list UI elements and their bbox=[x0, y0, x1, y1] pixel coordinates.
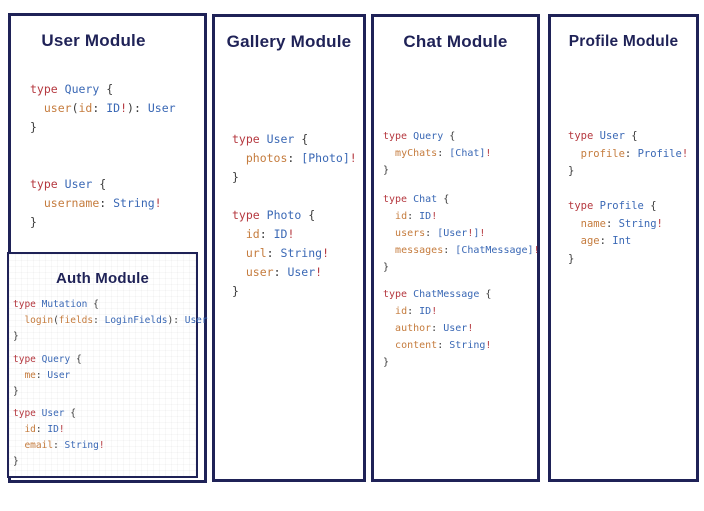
code-block-gallery-user: type User { photos: [Photo]!} bbox=[232, 132, 357, 184]
code-block-gallery-photo: type Photo { id: ID! url: String! user: … bbox=[232, 208, 329, 298]
module-box-profile: Profile Module type User { profile: Prof… bbox=[548, 14, 699, 482]
module-box-chat: Chat Module type Query { myChats: [Chat]… bbox=[371, 14, 540, 482]
module-title-profile: Profile Module bbox=[568, 33, 679, 50]
module-title-gallery: Gallery Module bbox=[226, 32, 352, 51]
module-title-chat: Chat Module bbox=[403, 32, 508, 51]
code-block-auth-query: type Query { me: User} bbox=[13, 354, 82, 397]
module-box-auth: Auth Module type Mutation { login(fields… bbox=[7, 252, 208, 478]
code-block-profile-type: type Profile { name: String! age: Int} bbox=[568, 200, 663, 265]
code-block-auth-user: type User { id: ID! email: String!} bbox=[13, 408, 105, 467]
code-block-user-query: type Query { user(id: ID!): User} bbox=[30, 82, 176, 134]
module-title-auth: Auth Module bbox=[55, 270, 149, 287]
code-block-user-type: type User { username: String!} bbox=[30, 177, 162, 229]
code-block-profile-user: type User { profile: Profile!} bbox=[568, 130, 689, 177]
code-block-chat-message: type ChatMessage { id: ID! author: User!… bbox=[383, 289, 492, 368]
module-title-user: User Module bbox=[41, 31, 146, 50]
code-block-chat-query: type Query { myChats: [Chat]!} bbox=[383, 131, 492, 176]
code-block-auth-mutation: type Mutation { login(fields: LoginField… bbox=[13, 299, 208, 342]
code-block-chat-type: type Chat { id: ID! users: [User!]! mess… bbox=[383, 194, 540, 273]
module-box-gallery: Gallery Module type User { photos: [Phot… bbox=[212, 14, 366, 482]
